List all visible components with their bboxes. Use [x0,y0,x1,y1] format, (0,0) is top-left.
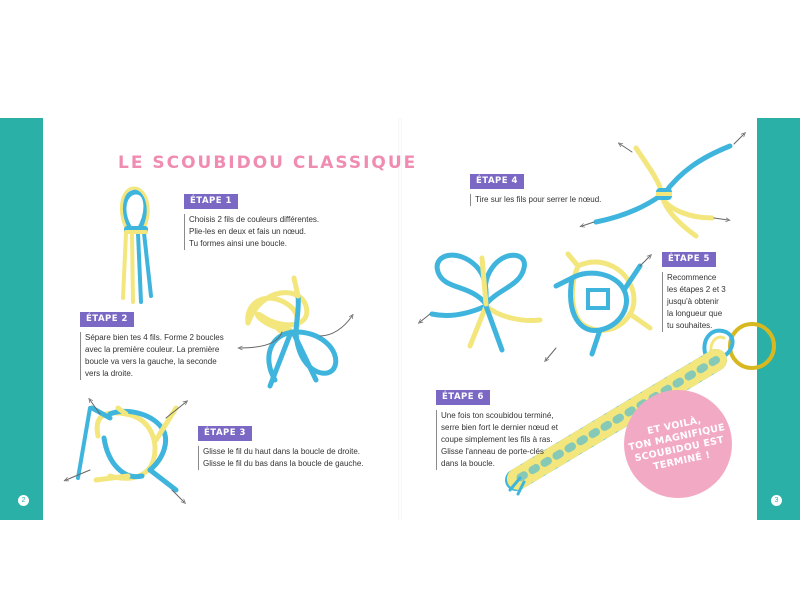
finale-text: ET VOILÀ, TON MAGNIFIQUE SCOUBIDOU EST T… [627,414,726,473]
finale-circle: ET VOILÀ, TON MAGNIFIQUE SCOUBIDOU EST T… [624,390,732,498]
step-3-text: Glisse le fil du haut dans la boucle de … [198,446,364,470]
step-2-badge: ÉTAPE 2 [80,312,134,327]
step-3-illustration [66,400,186,502]
step-5-knot-b [546,251,653,360]
step-5-badge: ÉTAPE 5 [662,252,716,267]
step-5-text: Recommence les étapes 2 et 3 jusqu'à obt… [662,272,726,332]
page-title: LE SCOUBIDOU CLASSIQUE [118,153,418,173]
book-spread: 2 3 [0,118,800,520]
step-6-text: Une fois ton scoubidou terminé, serre bi… [436,410,558,470]
right-page-edge: 3 [757,118,800,520]
page-number-left: 2 [18,495,29,506]
step-5-knot-a [420,252,543,353]
step-2-text: Sépare bien tes 4 fils. Forme 2 boucles … [80,332,224,380]
step-3-badge: ÉTAPE 3 [198,426,252,441]
step-1-text: Choisis 2 fils de couleurs différentes. … [184,214,319,250]
page-number-right: 3 [771,495,782,506]
step-4-badge: ÉTAPE 4 [470,174,524,189]
step-6-badge: ÉTAPE 6 [436,390,490,405]
page-fold [398,118,402,520]
left-page-edge: 2 [0,118,43,520]
step-1-badge: ÉTAPE 1 [184,194,238,209]
step-4-text: Tire sur les fils pour serrer le nœud. [470,194,601,206]
step-2-illustration [240,275,352,389]
step-4-illustration [582,134,744,239]
step-1-illustration [119,186,153,304]
